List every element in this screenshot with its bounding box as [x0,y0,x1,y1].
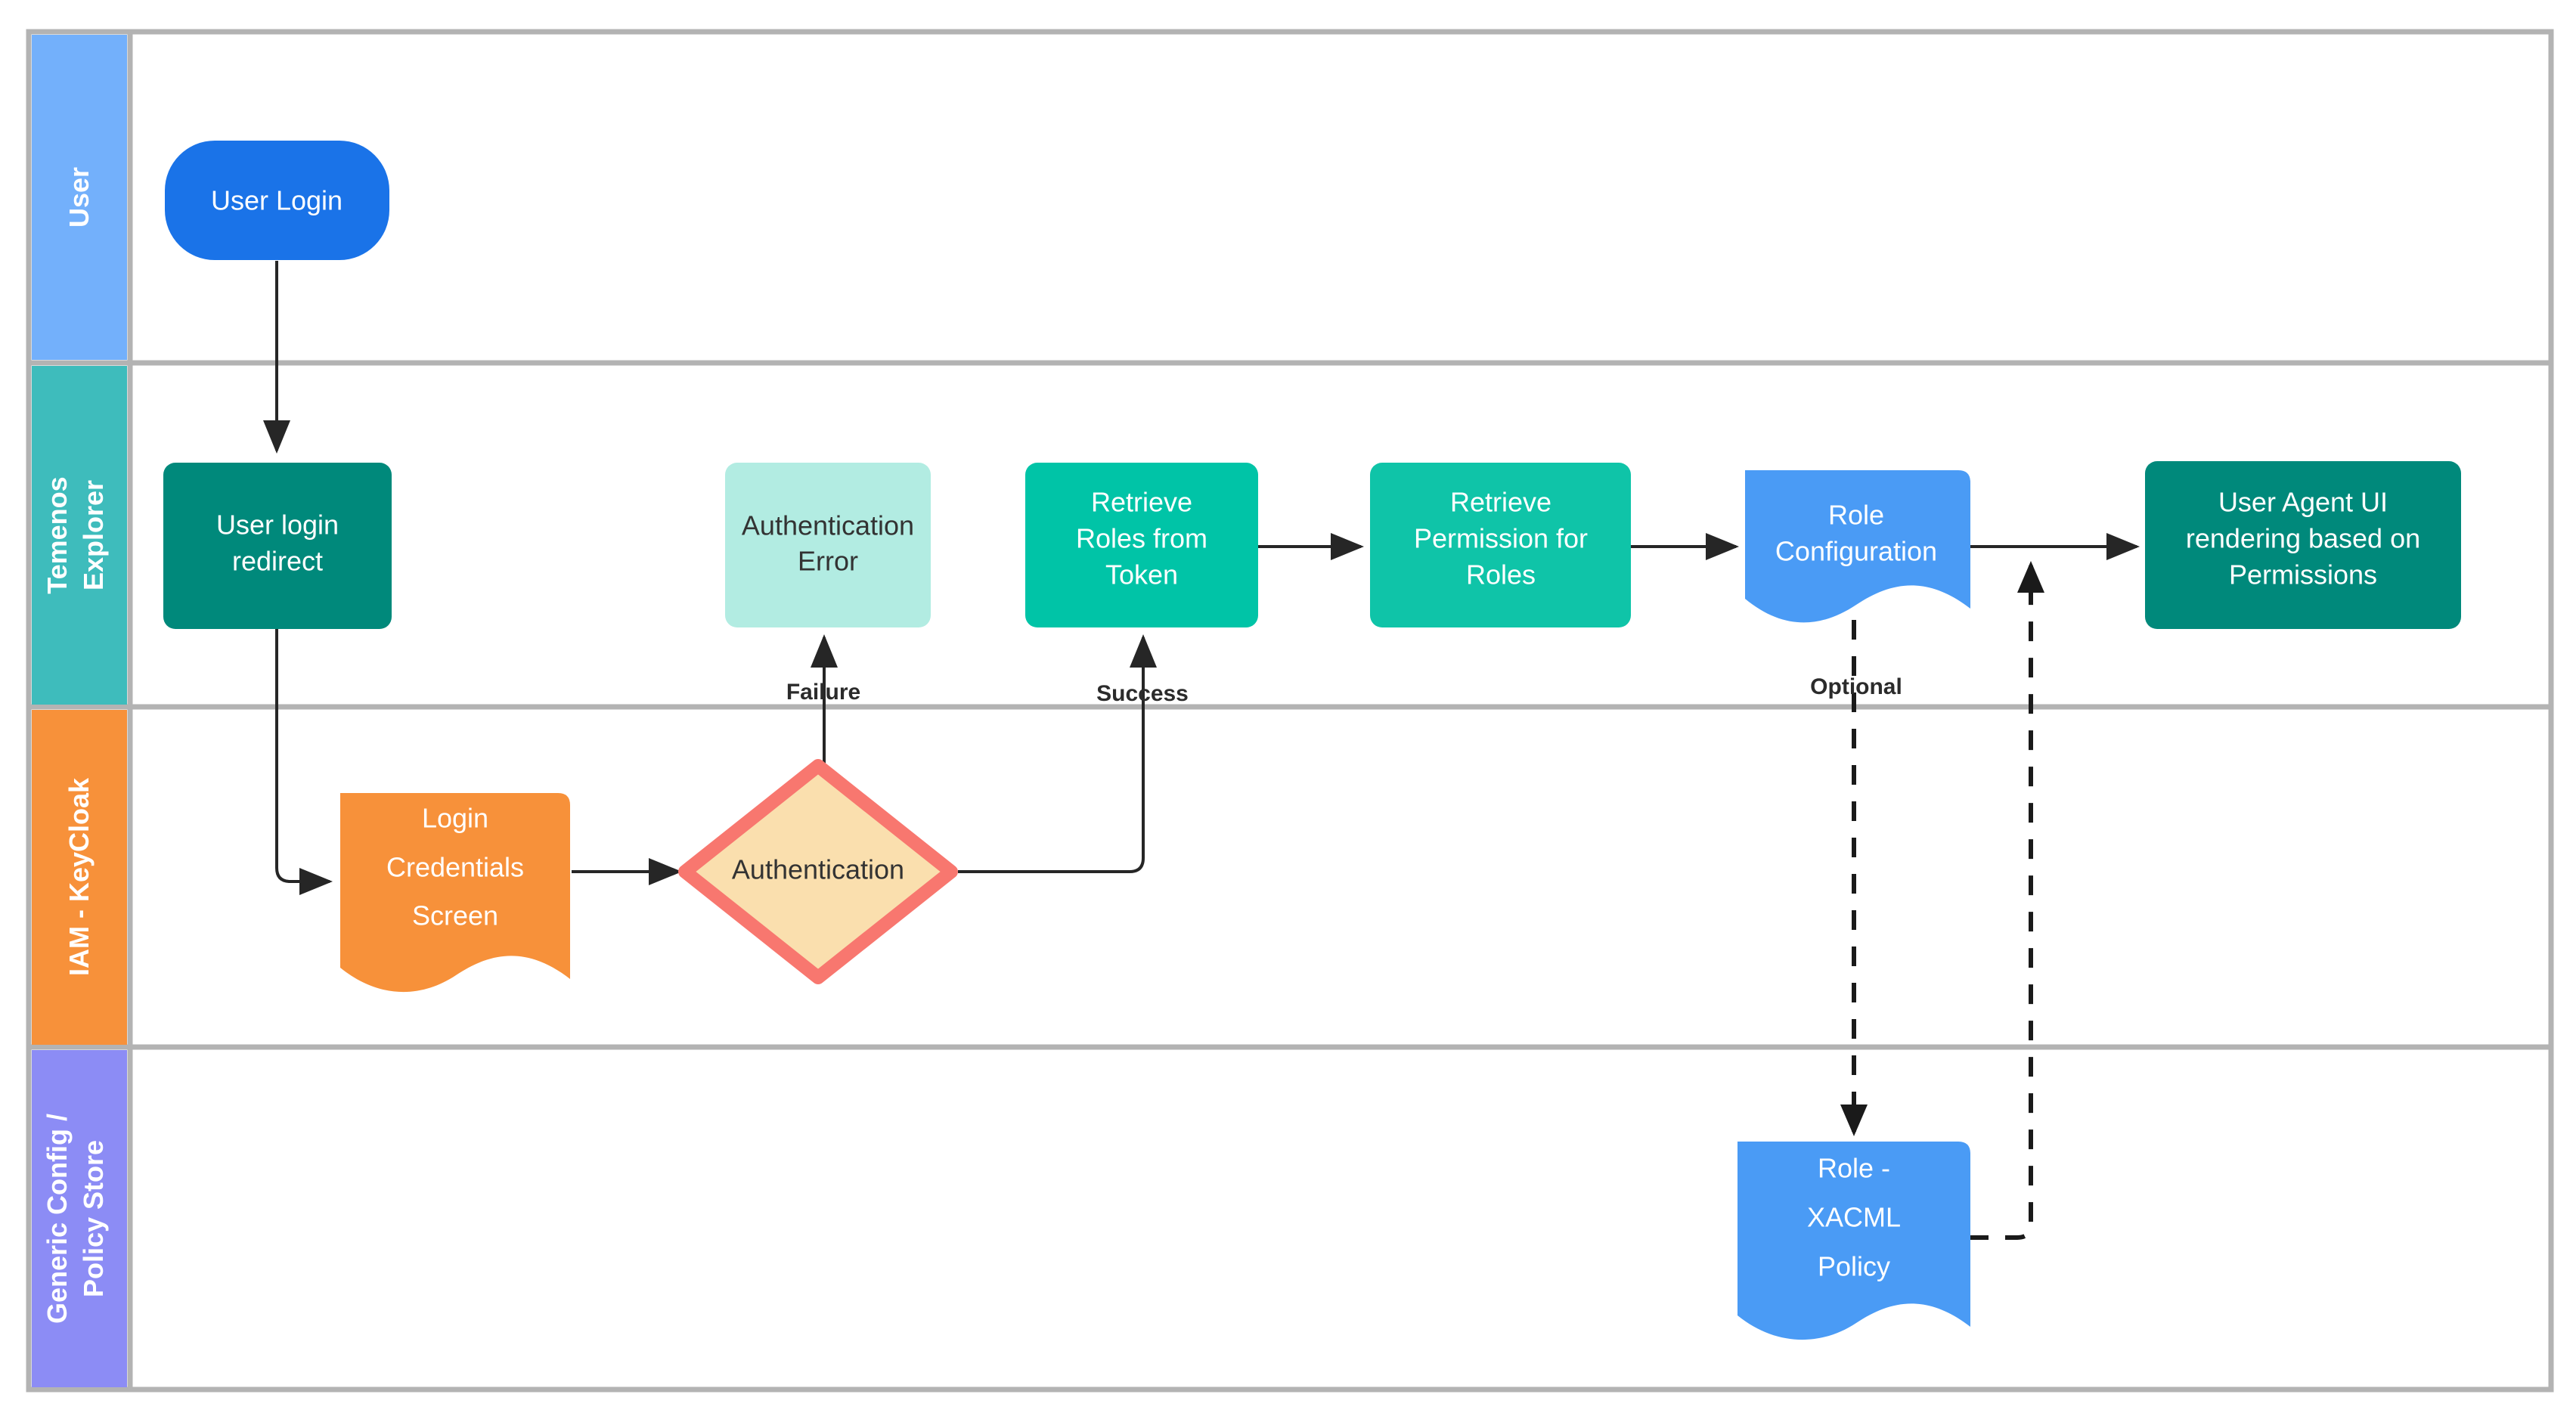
connector-redirect-to-login-credentials [275,629,333,895]
node-role-configuration-label-line1: Role [1828,500,1884,531]
node-user-login-redirect[interactable]: User login redirect [163,463,392,629]
node-login-credentials-screen[interactable]: Login Credentials Screen [340,793,570,993]
lane-header-policy-bg [32,1050,127,1387]
node-retrieve-permission-for-roles[interactable]: Retrieve Permission for Roles [1370,463,1631,627]
edge-label-success: Success [1096,681,1189,706]
node-user-login-redirect-label-line2: redirect [232,546,323,577]
node-login-credentials-label-line2: Credentials [386,852,524,883]
edge-labels: Failure Success Optional [786,674,1902,706]
node-authentication-shape[interactable] [678,759,958,984]
lane-header-temenos: Temenos Explorer [32,366,127,705]
lane-header-policy-label-line2: Policy Store [78,1140,109,1297]
connector-xacml-to-user-agent-ui [1969,561,2044,1240]
lane-header-user: User [32,35,127,360]
node-retrieve-permission-label-line1: Retrieve [1450,487,1551,518]
node-authentication[interactable]: Authentication [678,759,958,984]
node-role-configuration-shape[interactable] [1745,470,1970,623]
node-authentication-error-label-line1: Authentication [742,510,914,541]
node-user-agent-ui-label-line1: User Agent UI [2218,487,2388,518]
lane-header-iam-bg [32,710,127,1045]
node-retrieve-roles-shape[interactable] [1025,463,1258,627]
node-user-agent-ui-shape[interactable] [2145,461,2461,629]
lane-header-temenos-label-line2: Explorer [78,480,109,590]
node-user-agent-ui-label-line2: rendering based on [2186,523,2420,554]
lane-header-iam: IAM - KeyCloak [32,710,127,1045]
node-login-credentials-label-line3: Screen [412,900,498,931]
node-authentication-error-label-line2: Error [798,546,858,577]
lane-header-policy: Generic Config / Policy Store [32,1050,127,1387]
node-retrieve-roles-label-line1: Retrieve [1091,487,1192,518]
node-retrieve-roles-label-line2: Roles from [1076,523,1207,554]
node-user-login[interactable]: User Login [165,141,389,260]
lane-header-policy-label-line1: Generic Config / [42,1114,73,1324]
node-retrieve-roles-from-token[interactable]: Retrieve Roles from Token [1025,463,1258,627]
node-role-xacml-policy-label-line2: XACML [1807,1202,1901,1233]
node-retrieve-permission-label-line2: Permission for [1414,523,1588,554]
node-role-xacml-policy-shape[interactable] [1737,1142,1970,1340]
connectors [263,261,2140,1240]
lane-header-user-bg [32,35,127,360]
lane-header-temenos-bg [32,366,127,705]
node-retrieve-permission-label-line3: Roles [1466,559,1536,590]
lane-frame [26,29,2554,1393]
node-user-login-label: User Login [211,185,343,216]
edge-label-optional: Optional [1810,674,1902,699]
edge-label-failure: Failure [786,680,860,705]
node-user-login-shape[interactable] [165,141,389,260]
node-user-login-redirect-shape[interactable] [163,463,392,629]
node-user-agent-ui-label-line3: Permissions [2229,559,2377,590]
node-role-xacml-policy-label-line3: Policy [1818,1251,1890,1282]
node-login-credentials-label-line1: Login [422,803,488,834]
lane-header-user-label: User [64,167,95,228]
node-authentication-label: Authentication [732,854,904,885]
node-retrieve-permission-shape[interactable] [1370,463,1631,627]
node-user-agent-ui-rendering[interactable]: User Agent UI rendering based on Permiss… [2145,461,2461,629]
node-role-xacml-policy-label-line1: Role - [1818,1153,1890,1184]
node-user-login-redirect-label-line1: User login [216,510,339,541]
node-role-configuration-label-line2: Configuration [1775,536,1937,567]
node-authentication-error[interactable]: Authentication Error [725,463,931,627]
diagram-border [26,29,2554,1393]
connector-authentication-success [958,634,1157,873]
node-retrieve-roles-label-line3: Token [1105,559,1178,590]
node-role-configuration[interactable]: Role Configuration [1745,470,1970,623]
node-authentication-error-shape[interactable] [725,463,931,627]
lane-header-iam-label: IAM - KeyCloak [64,777,95,976]
node-role-xacml-policy[interactable]: Role - XACML Policy [1737,1142,1970,1340]
lane-header-temenos-label-line1: Temenos [42,476,73,593]
node-login-credentials-shape[interactable] [340,793,570,993]
